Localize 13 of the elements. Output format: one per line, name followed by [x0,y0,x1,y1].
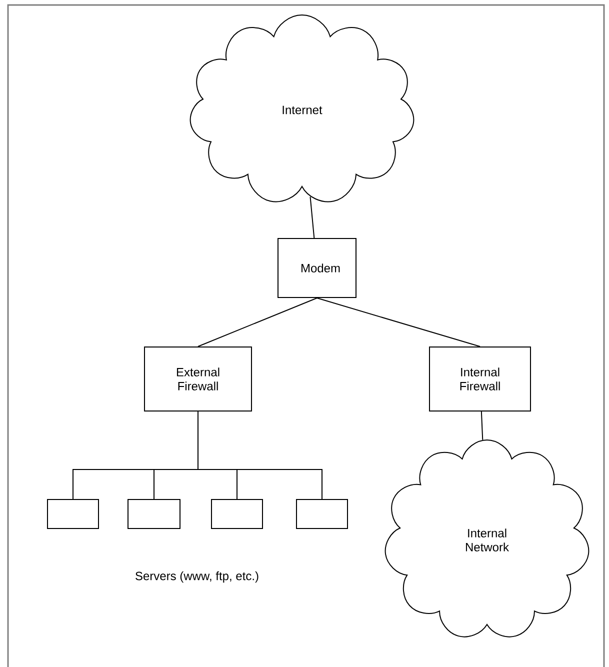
connector-line [310,196,315,238]
server-box [128,499,180,529]
caption-text: Servers (www, ftp, etc.) [136,571,258,583]
server-box [211,499,263,529]
server-box [47,499,99,529]
server-box [296,499,348,529]
connector-line [480,411,484,440]
connector-line [198,411,322,500]
process-box: External Firewall [144,346,252,412]
process-box: Modem [278,238,356,298]
connector-line [198,298,318,347]
process-box: Internal Firewall [429,346,531,412]
connector-line [316,298,480,347]
